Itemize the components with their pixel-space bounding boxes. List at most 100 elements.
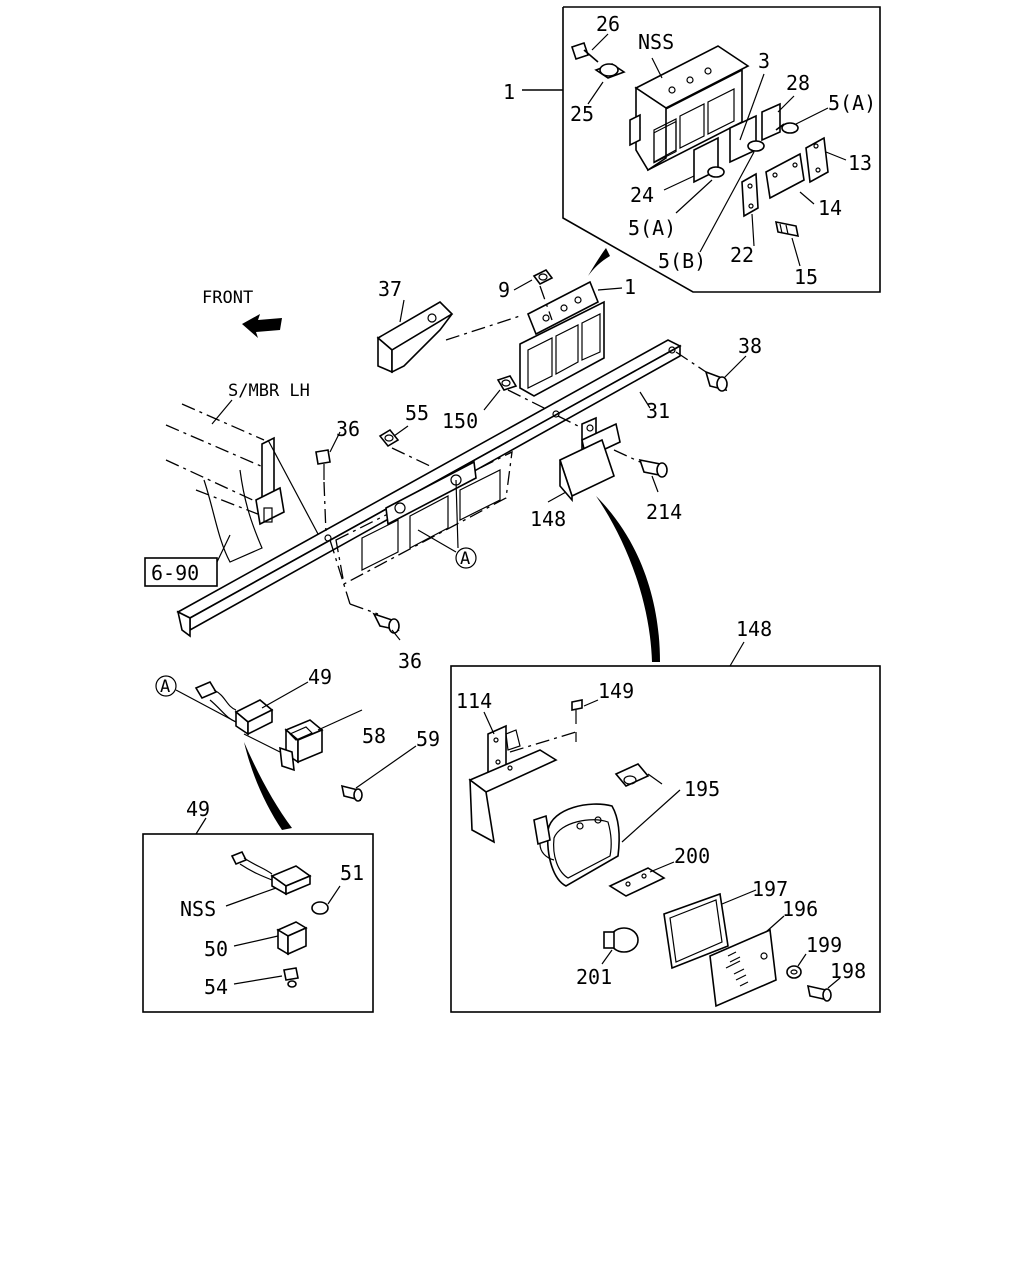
lamp-cover-58-part xyxy=(279,719,324,772)
callout-a-lower xyxy=(155,675,177,697)
bulb-5b-part xyxy=(747,140,765,152)
frame-bracket-part xyxy=(255,436,319,535)
marker-lamp-148-part xyxy=(557,415,641,503)
label-197: 197 xyxy=(752,877,788,901)
label-49: 49 xyxy=(308,665,332,689)
bolt-38-part xyxy=(675,351,728,392)
bolt-214-part xyxy=(638,458,668,478)
label-13: 13 xyxy=(848,151,872,175)
label-callout-a-upper: A xyxy=(460,549,470,569)
label-36-lower: 36 xyxy=(398,649,422,673)
cover-22-part xyxy=(741,172,759,218)
callout-a-upper xyxy=(455,547,477,569)
label-nss-bottom: NSS xyxy=(180,897,216,921)
nut-150-part xyxy=(496,375,549,411)
bulb-51-part xyxy=(311,885,341,915)
label-214: 214 xyxy=(646,500,682,524)
nut-55-part xyxy=(378,428,431,467)
harness-assembly xyxy=(155,675,417,802)
label-24: 24 xyxy=(630,183,654,207)
label-200: 200 xyxy=(674,844,710,868)
label-114: 114 xyxy=(456,689,492,713)
label-49-inset: 49 xyxy=(186,797,210,821)
label-14: 14 xyxy=(818,196,842,220)
lens-28-part xyxy=(761,102,781,142)
lamp-housing-part xyxy=(629,45,750,172)
label-6-90: 6-90 xyxy=(151,561,199,585)
inset-license-lamp-assembly xyxy=(522,6,881,293)
label-28: 28 xyxy=(786,71,810,95)
label-5b: 5(B) xyxy=(658,249,706,273)
label-149: 149 xyxy=(598,679,634,703)
bolt-26-part xyxy=(570,41,599,63)
label-201: 201 xyxy=(576,965,612,989)
label-nss-top: NSS xyxy=(638,30,674,54)
cover-37-part xyxy=(376,300,521,374)
main-assembly xyxy=(144,268,747,641)
label-148-main: 148 xyxy=(530,507,566,531)
ref-6-90-box xyxy=(144,557,218,587)
label-58: 58 xyxy=(362,724,386,748)
label-5a-lower: 5(A) xyxy=(628,216,676,240)
label-199: 199 xyxy=(806,933,842,957)
label-31: 31 xyxy=(646,399,670,423)
label-front: FRONT xyxy=(202,288,253,308)
label-37: 37 xyxy=(378,277,402,301)
lamp-body-part xyxy=(533,803,620,887)
screw-149-part xyxy=(571,699,599,724)
screw-15-part xyxy=(774,220,800,238)
label-5a-upper: 5(A) xyxy=(828,91,876,115)
plate-200-part xyxy=(608,861,675,897)
screw-54-part xyxy=(283,967,299,988)
lamp-mount-outline xyxy=(335,450,513,585)
label-25: 25 xyxy=(570,102,594,126)
bulb-5a-lower-part xyxy=(707,166,725,178)
front-arrow-icon xyxy=(242,314,282,338)
label-9: 9 xyxy=(498,278,510,302)
socket-195-part xyxy=(614,763,681,843)
cover-50-part xyxy=(276,921,308,956)
label-22: 22 xyxy=(730,243,754,267)
label-51: 51 xyxy=(340,861,364,885)
label-59: 59 xyxy=(416,727,440,751)
label-195: 195 xyxy=(684,777,720,801)
label-15: 15 xyxy=(794,265,818,289)
label-1-main: 1 xyxy=(624,275,636,299)
bolt-36-lower-part xyxy=(329,539,400,634)
label-148-inset: 148 xyxy=(736,617,772,641)
lens-196-part xyxy=(709,915,785,1008)
screw-59-part xyxy=(340,784,363,802)
label-smbr-lh: S/MBR LH xyxy=(228,381,310,401)
bulb-201-part xyxy=(601,927,639,965)
nut-9-part xyxy=(532,268,554,321)
cover-13-part xyxy=(805,136,829,184)
bulb-5a-upper-part xyxy=(775,122,799,134)
nut-25-part xyxy=(587,63,626,105)
label-callout-a-lower: A xyxy=(160,677,170,697)
label-196: 196 xyxy=(782,897,818,921)
license-lamp-1-part xyxy=(519,280,605,397)
label-36-upper: 36 xyxy=(336,417,360,441)
washer-199-part xyxy=(786,953,807,979)
label-198: 198 xyxy=(830,959,866,983)
label-150: 150 xyxy=(442,409,478,433)
label-50: 50 xyxy=(204,937,228,961)
lamp-148-pointer-arrow xyxy=(596,496,660,662)
gasket-197-part xyxy=(663,889,757,970)
bracket-114-part xyxy=(468,711,577,844)
inset-49 xyxy=(142,817,374,1013)
label-26: 26 xyxy=(596,12,620,36)
label-3: 3 xyxy=(758,49,770,73)
label-54: 54 xyxy=(204,975,228,999)
inset-pointer-arrow xyxy=(588,248,610,276)
label-1-inset: 1 xyxy=(503,80,515,104)
screw-198-part xyxy=(806,977,841,1002)
inset-148 xyxy=(450,641,881,1013)
lamp-socket-49-part xyxy=(234,699,281,753)
label-38: 38 xyxy=(738,334,762,358)
gasket-14-part xyxy=(765,152,805,200)
bolt-36-upper-part xyxy=(315,449,331,535)
label-55: 55 xyxy=(405,401,429,425)
frame-curve xyxy=(203,469,263,563)
